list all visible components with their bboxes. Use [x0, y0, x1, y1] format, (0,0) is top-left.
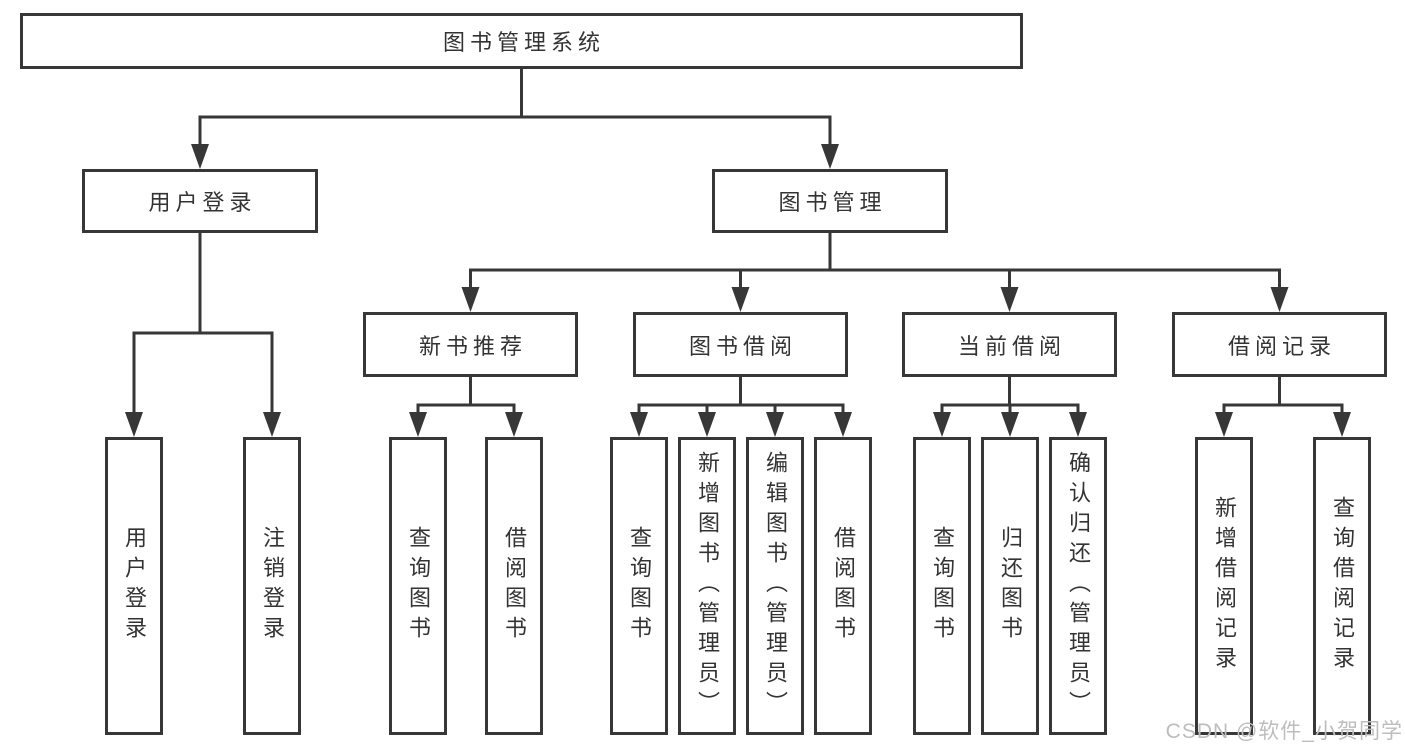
- leaf-user-login-label: 用户登录: [122, 526, 147, 646]
- leaf-query-books-borrow-label: 查询图书: [627, 526, 652, 646]
- leaf-query-books-recommend-label: 查询图书: [406, 526, 431, 646]
- node-book-borrowing: 图书借阅: [633, 312, 848, 377]
- leaf-logout: 注销登录: [243, 437, 301, 735]
- leaf-user-login: 用户登录: [105, 437, 163, 735]
- leaf-query-books-borrow: 查询图书: [610, 437, 668, 735]
- leaf-query-books-recommend: 查询图书: [389, 437, 447, 735]
- node-new-book-recommendation: 新书推荐: [363, 312, 578, 377]
- watermark: CSDN @软件_小贺同学: [1165, 720, 1403, 743]
- node-library-management-system-label: 图书管理系统: [442, 30, 605, 55]
- connector-root-to-level2: [191, 66, 839, 169]
- leaf-add-books-admin-label: 新增图书（管理员）: [695, 451, 720, 721]
- leaf-confirm-return-admin-label: 确认归还（管理员）: [1066, 451, 1091, 721]
- leaf-edit-books-admin: 编辑图书（管理员）: [746, 437, 804, 735]
- leaf-add-books-admin: 新增图书（管理员）: [678, 437, 736, 735]
- connector-book-borrowing-to-leaves: [630, 375, 852, 437]
- node-book-borrowing-label: 图书借阅: [688, 333, 797, 359]
- leaf-borrow-books-recommend-label: 借阅图书: [502, 526, 527, 646]
- node-user-login-label: 用户登录: [148, 190, 257, 215]
- leaf-query-books-current: 查询图书: [913, 437, 971, 735]
- node-current-borrowing-label: 当前借阅: [957, 333, 1066, 359]
- leaf-return-books: 归还图书: [981, 437, 1039, 735]
- connector-new-book-recommendation-to-leaves: [409, 375, 523, 437]
- leaf-return-books-label: 归还图书: [998, 526, 1023, 646]
- leaf-query-borrow-record: 查询借阅记录: [1313, 437, 1371, 735]
- node-user-login: 用户登录: [82, 169, 318, 233]
- leaf-query-books-current-label: 查询图书: [930, 526, 955, 646]
- node-book-management: 图书管理: [712, 169, 948, 233]
- leaf-add-borrow-record-label: 新增借阅记录: [1212, 496, 1237, 676]
- node-new-book-recommendation-label: 新书推荐: [418, 333, 527, 359]
- leaf-borrow-books-recommend: 借阅图书: [485, 437, 543, 735]
- node-current-borrowing: 当前借阅: [902, 312, 1117, 377]
- node-borrowing-records-label: 借阅记录: [1227, 333, 1336, 359]
- leaf-logout-label: 注销登录: [260, 526, 285, 646]
- leaf-confirm-return-admin: 确认归还（管理员）: [1049, 437, 1107, 735]
- connector-borrowing-records-to-leaves: [1215, 375, 1351, 437]
- node-borrowing-records: 借阅记录: [1172, 312, 1387, 377]
- leaf-add-borrow-record: 新增借阅记录: [1195, 437, 1253, 735]
- leaf-borrow-books: 借阅图书: [814, 437, 872, 735]
- connector-user-login-to-leaves: [125, 230, 281, 437]
- leaf-borrow-books-label: 借阅图书: [831, 526, 856, 646]
- node-book-management-label: 图书管理: [778, 190, 887, 215]
- leaf-edit-books-admin-label: 编辑图书（管理员）: [763, 451, 788, 721]
- connector-book-management-to-level3: [461, 230, 1289, 312]
- leaf-query-borrow-record-label: 查询借阅记录: [1330, 496, 1355, 676]
- connector-current-borrowing-to-leaves: [933, 375, 1087, 437]
- node-library-management-system: 图书管理系统: [20, 13, 1023, 69]
